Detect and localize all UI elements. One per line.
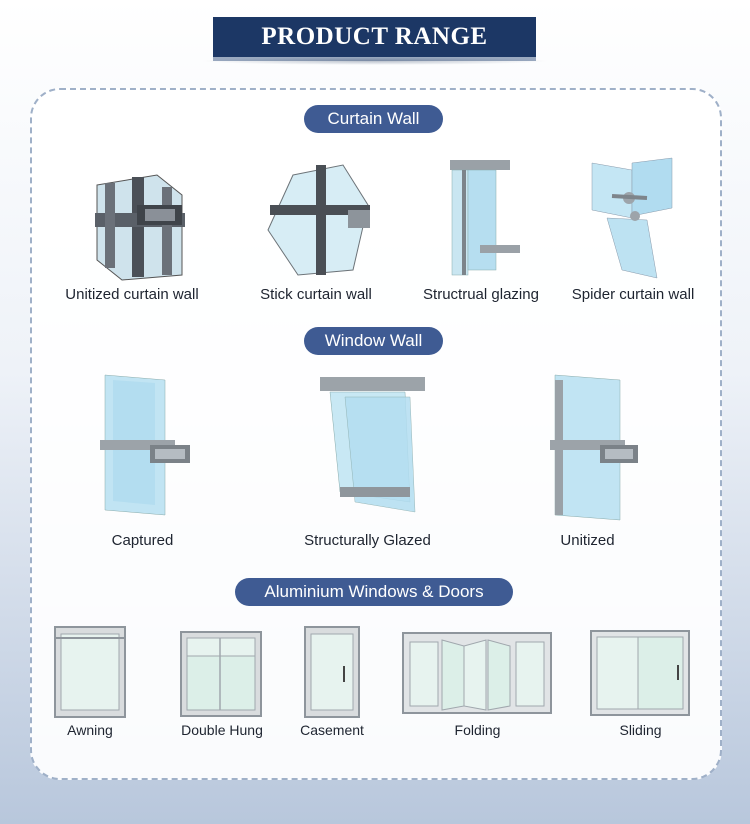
product-item[interactable]: Casement <box>296 624 368 744</box>
section-title-curtain-wall: Curtain Wall <box>304 105 443 133</box>
product-label: Casement <box>300 722 364 738</box>
folding-door-icon <box>402 632 552 714</box>
stick-curtain-wall-icon <box>267 164 370 276</box>
awning-window-icon <box>54 626 126 718</box>
page-title: PRODUCT RANGE <box>213 17 536 57</box>
product-label: Sliding <box>619 722 662 738</box>
product-label: Awning <box>67 722 113 738</box>
product-label: Structurally Glazed <box>304 532 431 549</box>
structural-glazing-icon <box>450 160 520 276</box>
unitized-curtain-wall-icon <box>95 174 185 281</box>
product-item[interactable]: Sliding <box>588 624 693 744</box>
product-item[interactable]: Captured <box>80 370 205 555</box>
unitized-window-wall-icon <box>550 374 638 521</box>
product-item[interactable]: Structrual glazing <box>410 160 552 310</box>
product-item[interactable]: Structurally Glazed <box>290 370 445 555</box>
product-label: Double Hung <box>181 722 263 738</box>
double-hung-window-icon <box>180 631 262 717</box>
product-item[interactable]: Double Hung <box>172 624 272 744</box>
product-label: Folding <box>454 722 501 738</box>
product-item[interactable]: Spider curtain wall <box>562 157 704 310</box>
structurally-glazed-window-wall-icon <box>320 377 425 513</box>
product-label: Unitized curtain wall <box>65 286 199 303</box>
product-label: Stick curtain wall <box>260 286 372 303</box>
banner-shadow <box>200 57 550 65</box>
section-title-windows-doors: Aluminium Windows & Doors <box>235 578 513 606</box>
product-item[interactable]: Awning <box>50 624 130 744</box>
captured-window-wall-icon <box>100 374 190 516</box>
product-label: Captured <box>111 532 174 549</box>
product-item[interactable]: Unitized curtain wall <box>52 160 212 310</box>
product-item[interactable]: Unitized <box>530 370 645 555</box>
sliding-door-icon <box>590 630 690 716</box>
product-item[interactable]: Stick curtain wall <box>236 160 396 310</box>
spider-curtain-wall-icon <box>591 157 673 279</box>
product-label: Spider curtain wall <box>571 286 695 303</box>
section-title-window-wall: Window Wall <box>304 327 443 355</box>
casement-window-icon <box>304 626 360 718</box>
product-item[interactable]: Folding <box>400 624 555 744</box>
product-label: Structrual glazing <box>423 286 539 303</box>
product-label: Unitized <box>560 532 615 549</box>
